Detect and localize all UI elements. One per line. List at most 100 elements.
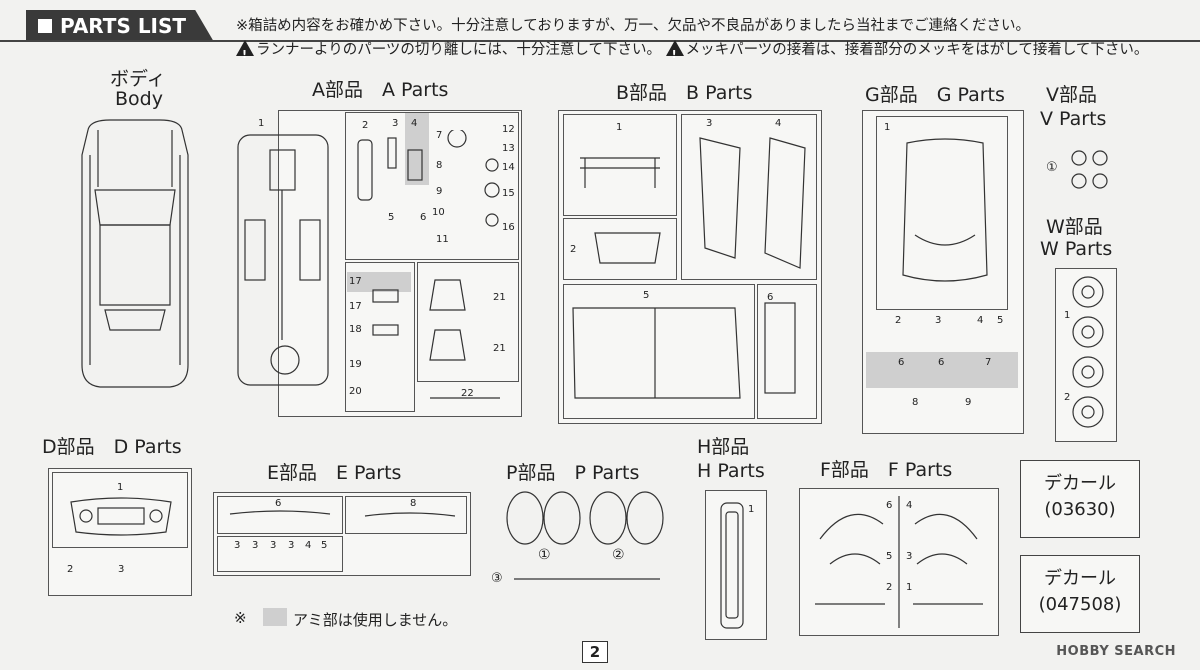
b-part-num: 2 [570, 244, 577, 255]
e-part-num: 4 [305, 540, 312, 551]
square-icon [38, 19, 52, 33]
g-part-num: 3 [935, 315, 942, 326]
a-part-num: 6 [420, 212, 427, 223]
b-part-num: 4 [775, 118, 782, 129]
b-part-num: 6 [767, 292, 774, 303]
a-mesh-area-2 [405, 113, 429, 185]
b-subframe-5 [563, 284, 755, 419]
e-part-num: 8 [410, 498, 417, 509]
decal-box-2: デカール (047508) [1020, 555, 1140, 633]
a-part-num: 5 [388, 212, 395, 223]
decal-label: デカール [1044, 568, 1116, 589]
warning-icon [236, 40, 254, 67]
d-grille-drawing [70, 497, 172, 536]
b-subframe-6 [757, 284, 817, 419]
decal-label: デカール [1044, 473, 1116, 494]
f-part-num: 2 [886, 582, 893, 593]
f-parts-label: F部品 F Parts [820, 459, 953, 481]
p-part-num: ② [612, 547, 625, 563]
g-part-num: 4 [977, 315, 984, 326]
g-part-num: 5 [997, 315, 1004, 326]
f-part-num: 6 [886, 500, 893, 511]
e-part-num: 6 [275, 498, 282, 509]
v-parts-label-jp: V部品 [1046, 84, 1097, 106]
a-part-num: 17 [349, 301, 362, 312]
e-subframe-6 [217, 496, 343, 534]
body-label-en: Body [115, 88, 163, 110]
e-parts-label: E部品 E Parts [267, 462, 402, 484]
p-shaft-drawing [514, 578, 660, 580]
decal-box-1: デカール (03630) [1020, 460, 1140, 538]
g-mesh-area [866, 352, 1018, 388]
b-parts-drawing [572, 137, 806, 399]
body-drawing [81, 119, 189, 388]
g-roof-drawing [902, 138, 988, 282]
a-part-num: 17 [349, 276, 362, 287]
e-part-num: 3 [252, 540, 259, 551]
a-parts-subframe-top [345, 112, 519, 260]
note-line-2b: メッキパーツの接着は、接着部分のメッキをはがして接着して下さい。 [685, 42, 1149, 58]
v-parts-label-en: V Parts [1040, 108, 1107, 130]
note-line-1: ※箱詰め内容をお確かめ下さい。十分注意しておりますが、万一、欠品や不良品がありま… [236, 18, 1030, 34]
a-part-num: 21 [493, 343, 506, 354]
a-part-num: 15 [502, 188, 515, 199]
a-small-parts-drawing [357, 130, 500, 399]
warning-icon [665, 40, 684, 67]
f-part-num: 4 [906, 500, 913, 511]
g-part-num: 1 [884, 122, 891, 133]
h-part-num: 1 [748, 504, 755, 515]
v-parts-drawing [1071, 150, 1108, 189]
b-part-num: 5 [643, 290, 650, 301]
g-subframe-roof [876, 116, 1008, 310]
a-part-num: 3 [392, 118, 399, 129]
a-parts-label: A部品 A Parts [312, 79, 449, 101]
a-part-num: 19 [349, 359, 362, 370]
a-part-num: 7 [436, 130, 443, 141]
a-part-num: 18 [349, 324, 362, 335]
g-part-num: 6 [938, 357, 945, 368]
a-part-num: 8 [436, 160, 443, 171]
f-fenders-drawing [815, 496, 983, 628]
d-part-num: 2 [67, 564, 74, 575]
a-parts-subframe-right [417, 262, 519, 382]
v-part-num: ① [1046, 160, 1058, 175]
b-part-num: 3 [706, 118, 713, 129]
header-rule [0, 40, 1200, 42]
e-part-num: 3 [270, 540, 277, 551]
a-part-num: 21 [493, 292, 506, 303]
b-subframe-34 [681, 114, 817, 280]
e-subframe-345 [217, 536, 343, 572]
h-parts-label-en: H Parts [697, 460, 765, 482]
b-parts-label: B部品 B Parts [616, 82, 753, 104]
b-part-num: 1 [616, 122, 623, 133]
g-part-num: 8 [912, 397, 919, 408]
d-parts-label: D部品 D Parts [42, 436, 182, 458]
watermark: HOBBY SEARCH [1056, 644, 1176, 659]
p-part-num: ① [538, 547, 551, 563]
w-wheels-drawing [1072, 276, 1104, 428]
w-part-num: 2 [1064, 392, 1071, 403]
a-part-num: 13 [502, 143, 515, 154]
e-part-num: 3 [234, 540, 241, 551]
a-part-num: 12 [502, 124, 515, 135]
a-mesh-area [347, 272, 411, 292]
f-part-num: 5 [886, 551, 893, 562]
e-bumper-drawing [229, 510, 456, 517]
a-part-num: 10 [432, 207, 445, 218]
decal-code: (03630) [1044, 499, 1116, 520]
a-part-num: 2 [362, 120, 369, 131]
mesh-swatch [263, 608, 287, 626]
note-line-2a: ランナーよりのパーツの切り離しには、十分注意して下さい。 [256, 42, 661, 58]
a-part-num: 22 [461, 388, 474, 399]
h-parts-runner [705, 490, 767, 640]
w-parts-label-en: W Parts [1040, 238, 1113, 260]
g-part-num: 7 [985, 357, 992, 368]
g-part-num: 2 [895, 315, 902, 326]
a-part-num: 14 [502, 162, 515, 173]
notes: ※箱詰め内容をお確かめ下さい。十分注意しておりますが、万一、欠品や不良品がありま… [236, 14, 1149, 67]
g-part-num: 9 [965, 397, 972, 408]
b-subframe-1 [563, 114, 677, 216]
a-part-num: 20 [349, 386, 362, 397]
p-tires-drawing [506, 491, 664, 545]
page-number: 2 [582, 641, 608, 663]
